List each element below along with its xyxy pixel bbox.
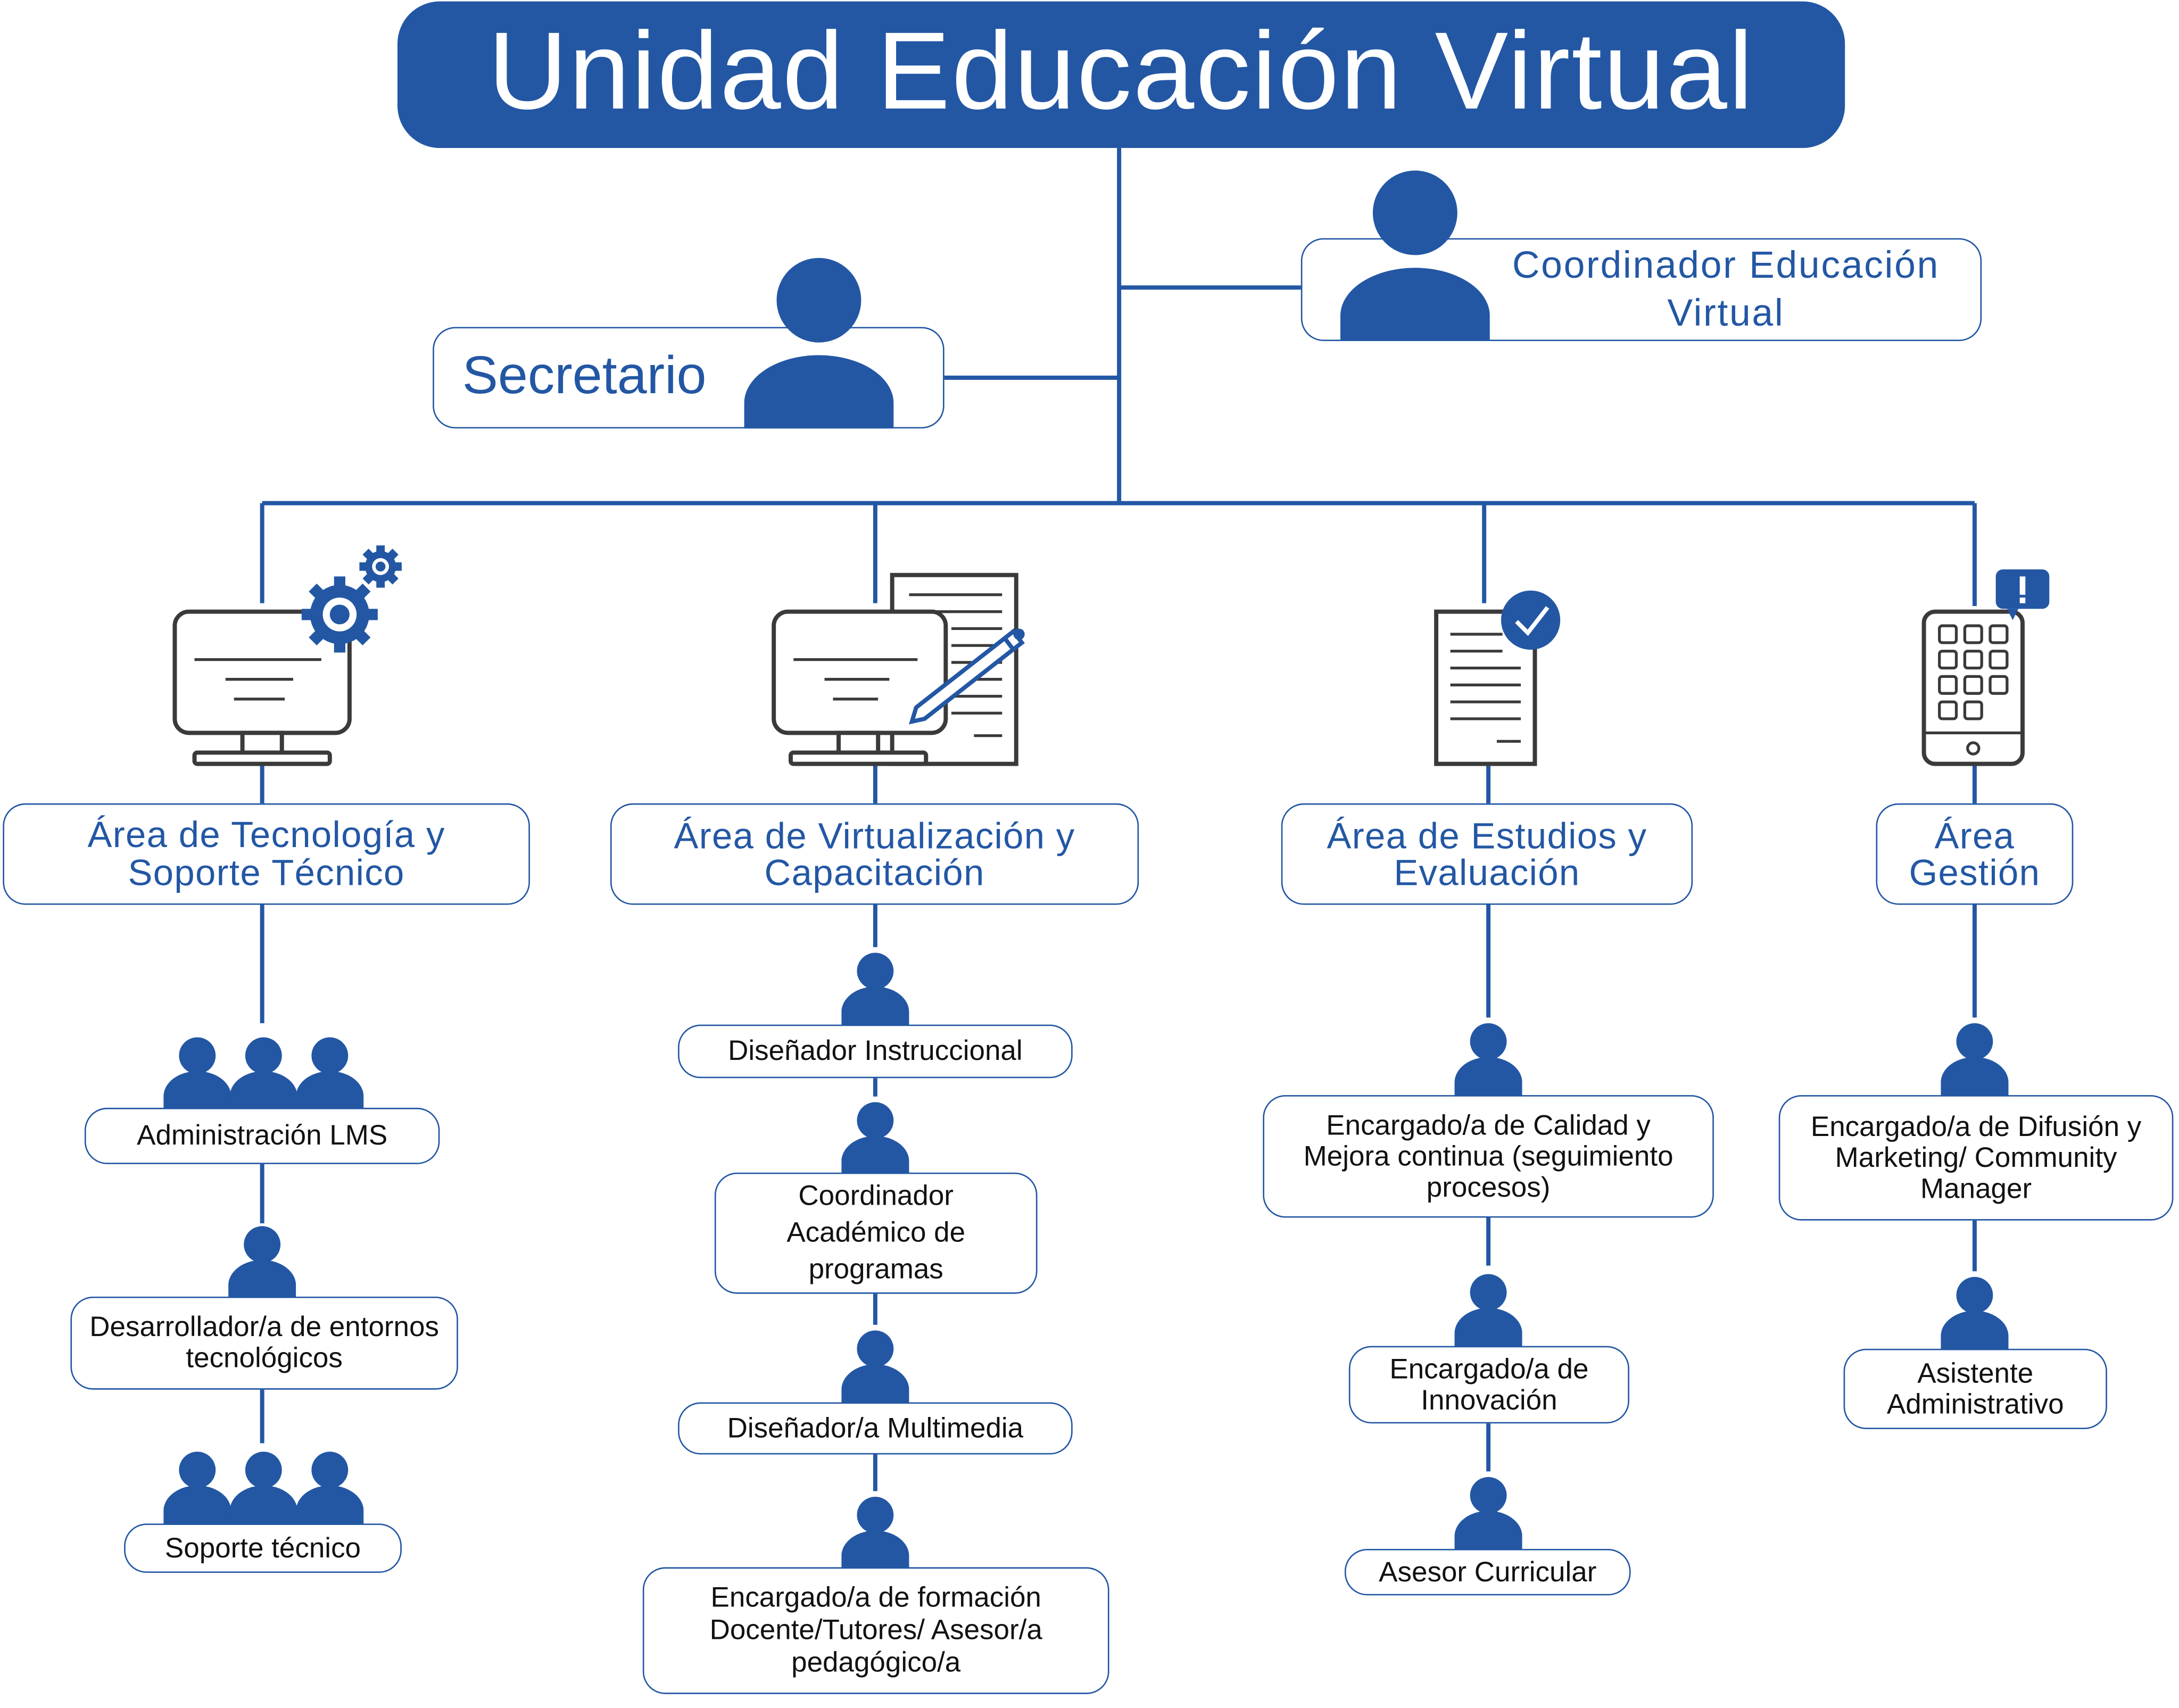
role-box: Encargado/a de Difusión y Marketing/ Com… — [1778, 1095, 2174, 1221]
area-label: Área de Virtualización y Capacitación — [674, 814, 1075, 894]
area-label: Área de Tecnología y Soporte Técnico — [87, 812, 445, 894]
area-label: Área Gestión — [1909, 814, 2041, 894]
role-box: Diseñador Instruccional — [678, 1024, 1073, 1079]
role-box: Coordinador Académico de programas — [714, 1172, 1038, 1294]
area-tecnologia: Área de Tecnología y Soporte Técnico — [3, 803, 530, 905]
monitor-gears-icon — [172, 545, 402, 766]
area-label: Área de Estudios y Evaluación — [1327, 814, 1647, 894]
role-box: Encargado/a de Innovación — [1348, 1346, 1629, 1424]
person-icon — [228, 1226, 296, 1300]
group-icon — [163, 1037, 364, 1111]
role-box: Encargado/a de formación Docente/Tutores… — [642, 1567, 1109, 1694]
person-icon — [744, 258, 894, 429]
tablet-alert-icon — [1921, 569, 2050, 766]
person-icon — [841, 1496, 909, 1570]
role-box: Soporte técnico — [124, 1523, 402, 1573]
area-virtualizacion: Área de Virtualización y Capacitación — [610, 803, 1139, 905]
person-icon — [1454, 1023, 1522, 1097]
role-box: Desarrollador/a de entornos tecnológicos — [70, 1296, 458, 1390]
role-box: Asistente Administrativo — [1843, 1348, 2107, 1429]
person-icon — [1941, 1023, 2009, 1097]
person-icon — [1941, 1276, 2009, 1350]
person-icon — [1340, 170, 1490, 342]
person-icon — [841, 1102, 909, 1176]
area-gestion: Área Gestión — [1876, 803, 2074, 905]
person-icon — [1454, 1274, 1522, 1348]
role-box: Administración LMS — [84, 1107, 440, 1164]
checked-document-icon — [1434, 590, 1561, 766]
person-icon — [841, 952, 909, 1026]
person-icon — [841, 1330, 909, 1404]
secretary-label: Secretario — [462, 346, 707, 407]
area-estudios: Área de Estudios y Evaluación — [1281, 803, 1693, 905]
role-box: Diseñador/a Multimedia — [678, 1402, 1073, 1455]
person-icon — [1454, 1477, 1522, 1551]
page-title: Unidad Educación Virtual — [397, 1, 1845, 148]
role-box: Asesor Curricular — [1344, 1548, 1631, 1596]
monitor-document-pen-icon — [772, 573, 1025, 766]
group-icon — [163, 1452, 364, 1525]
role-box: Encargado/a de Calidad y Mejora continua… — [1263, 1095, 1714, 1218]
coordinator-label: Coordinador Educación Virtual — [1512, 243, 1940, 334]
